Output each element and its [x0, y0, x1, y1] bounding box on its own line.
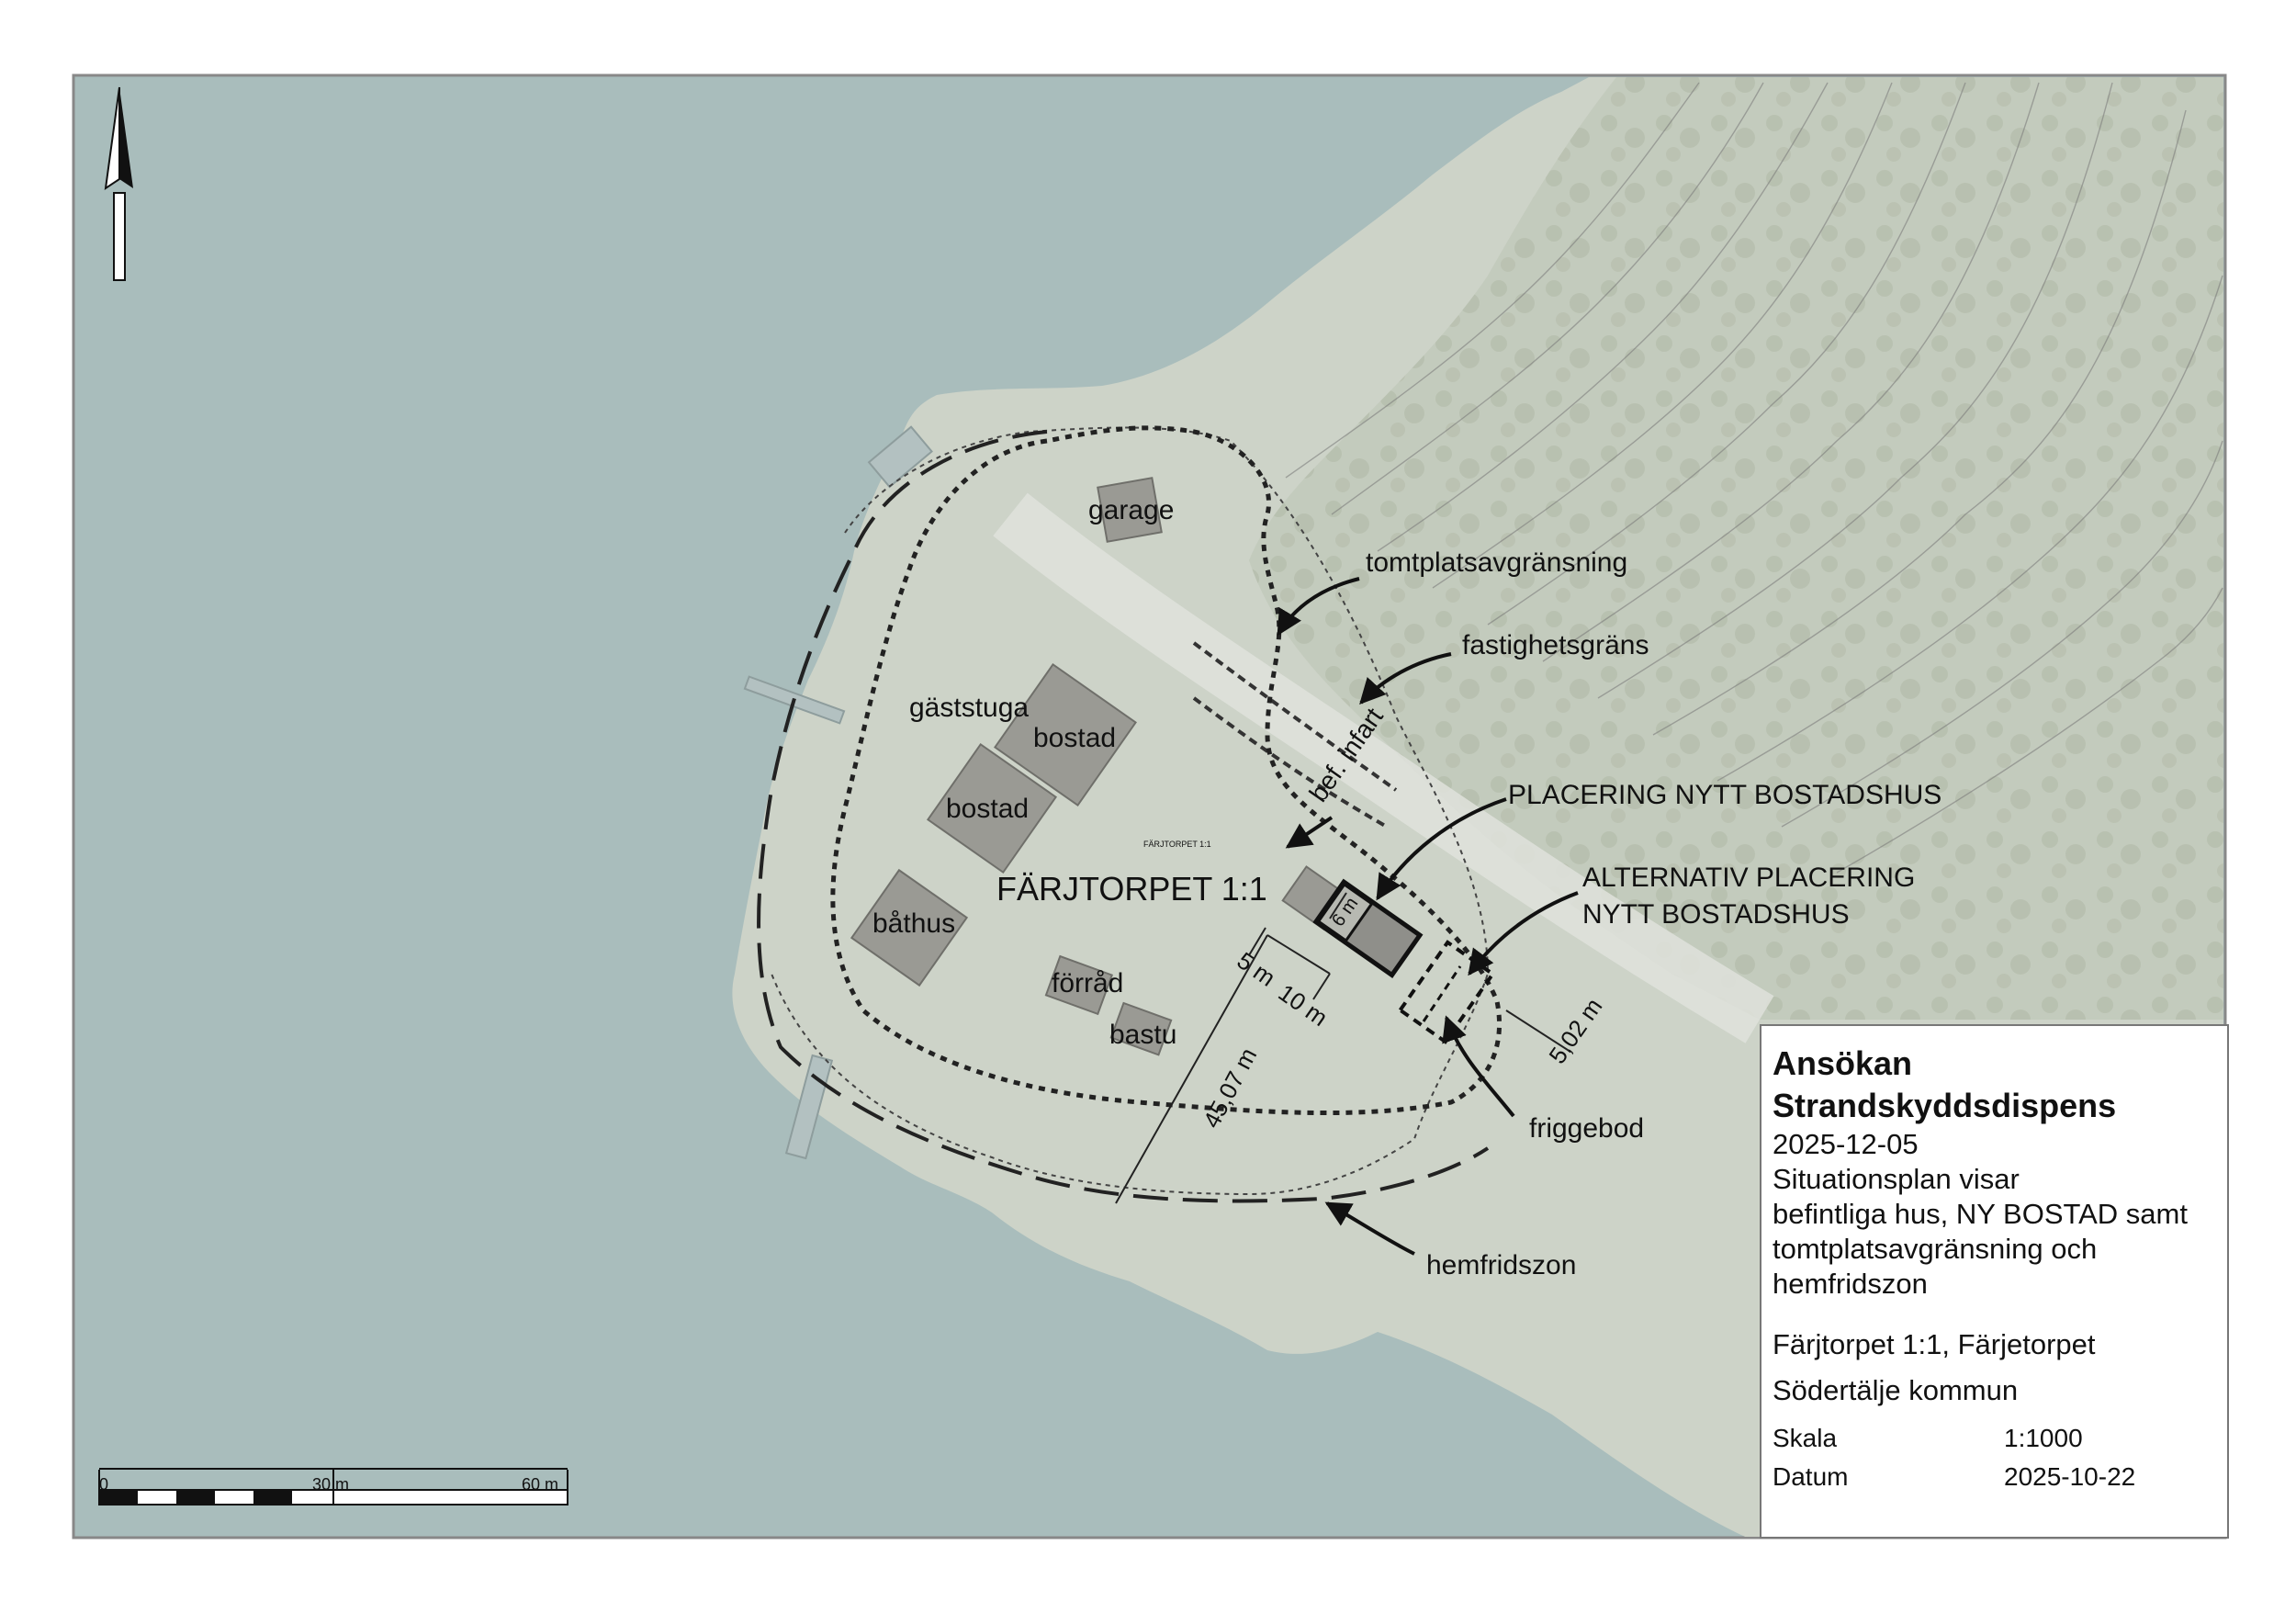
forest-shade — [1249, 77, 2223, 1020]
legend-desc-4: hemfridszon — [1773, 1268, 1928, 1300]
road-dashed-edge-1 — [1192, 641, 1398, 792]
annotation-arrows — [1277, 577, 1579, 1256]
new-house-divider — [1344, 901, 1374, 943]
label-farjtorpet: FÄRJTORPET 1:1 — [996, 870, 1267, 908]
alternative-inner-line — [1422, 965, 1462, 1022]
legend-desc-2: befintliga hus, NY BOSTAD samt — [1773, 1198, 2188, 1230]
building-garage — [1097, 477, 1163, 543]
label-garage: garage — [1088, 495, 1174, 525]
label-alternativ-line2: NYTT BOSTADSHUS — [1582, 899, 1850, 930]
arrow-alternativ — [1468, 891, 1579, 976]
arrow-hemfrid — [1324, 1201, 1415, 1256]
legend-property: Färjtorpet 1:1, Färjetorpet — [1773, 1328, 2096, 1360]
label-alternativ-line1: ALTERNATIV PLACERING — [1582, 863, 1915, 893]
building-bostad-1 — [994, 663, 1137, 806]
label-hemfridszon: hemfridszon — [1426, 1250, 1576, 1280]
legend-title-line1: Ansökan — [1773, 1044, 1913, 1082]
label-bathus: båthus — [872, 908, 955, 939]
arrow-friggebod — [1442, 1015, 1515, 1118]
scale-tick-0: 0 — [99, 1475, 108, 1494]
road-dashed-edge-2 — [1192, 696, 1388, 829]
label-fastighetsgrans: fastighetsgräns — [1462, 630, 1649, 660]
building-bostad-2 — [926, 742, 1058, 874]
scale-bar: 0 30 m 60 m — [98, 1468, 568, 1506]
building-forrad — [1044, 954, 1113, 1016]
label-tomtplatsavgransning: tomtplatsavgränsning — [1366, 547, 1627, 578]
legend-date: 2025-12-05 — [1773, 1128, 1919, 1160]
jetty-1 — [867, 425, 933, 489]
building-bathus — [850, 868, 969, 987]
building-bastu — [1109, 1001, 1173, 1056]
legend-municipality: Södertälje kommun — [1773, 1374, 2019, 1406]
contour-lines — [1285, 82, 2223, 874]
legend-date-value: 2025-10-22 — [2004, 1462, 2136, 1491]
label-placering: PLACERING NYTT BOSTADSHUS — [1508, 780, 1941, 810]
arrow-infart — [1285, 816, 1334, 849]
arrow-tomtplats — [1277, 577, 1360, 637]
legend-desc-3: tomtplatsavgränsning och — [1773, 1233, 2098, 1265]
label-farjtorpet-small: FÄRJTORPET 1:1 — [1143, 840, 1211, 849]
legend-date-row: Datum 2025-10-22 — [1773, 1458, 2218, 1496]
scale-tick-30: 30 m — [312, 1475, 349, 1494]
hemfridszon-boundary — [757, 430, 1490, 1203]
arrow-fastighet — [1359, 652, 1452, 705]
legend-title-line2: Strandskyddsdispens — [1773, 1087, 2117, 1124]
label-bostad-2: bostad — [946, 794, 1029, 824]
north-arrow-icon — [104, 86, 133, 281]
dimension-lines — [1115, 892, 1571, 1204]
label-bastu: bastu — [1109, 1020, 1176, 1050]
arrow-placering — [1376, 797, 1507, 901]
legend-date-label: Datum — [1773, 1462, 1849, 1491]
tomtplats-boundary — [830, 425, 1503, 1116]
legend-scale-label: Skala — [1773, 1424, 1838, 1452]
label-gaststuga: gäststuga — [909, 693, 1029, 723]
label-friggebod: friggebod — [1529, 1113, 1644, 1144]
legend-desc-1: Situationsplan visar — [1773, 1163, 2020, 1195]
new-house-shaded-part — [1345, 904, 1417, 973]
scale-tick-60: 60 m — [522, 1475, 558, 1494]
existing-road — [993, 492, 1774, 1043]
forest-area — [1249, 77, 2223, 1020]
label-bostad-1: bostad — [1033, 723, 1116, 753]
legend-scale-row: Skala 1:1000 — [1773, 1419, 2218, 1458]
title-block: Ansökan Strandskyddsdispens 2025-12-05 S… — [1760, 1024, 2229, 1539]
legend-scale-value: 1:1000 — [2004, 1424, 2083, 1452]
new-house-placement — [1312, 878, 1424, 978]
existing-buildings — [850, 477, 1349, 1056]
label-forrad: förråd — [1052, 968, 1123, 998]
